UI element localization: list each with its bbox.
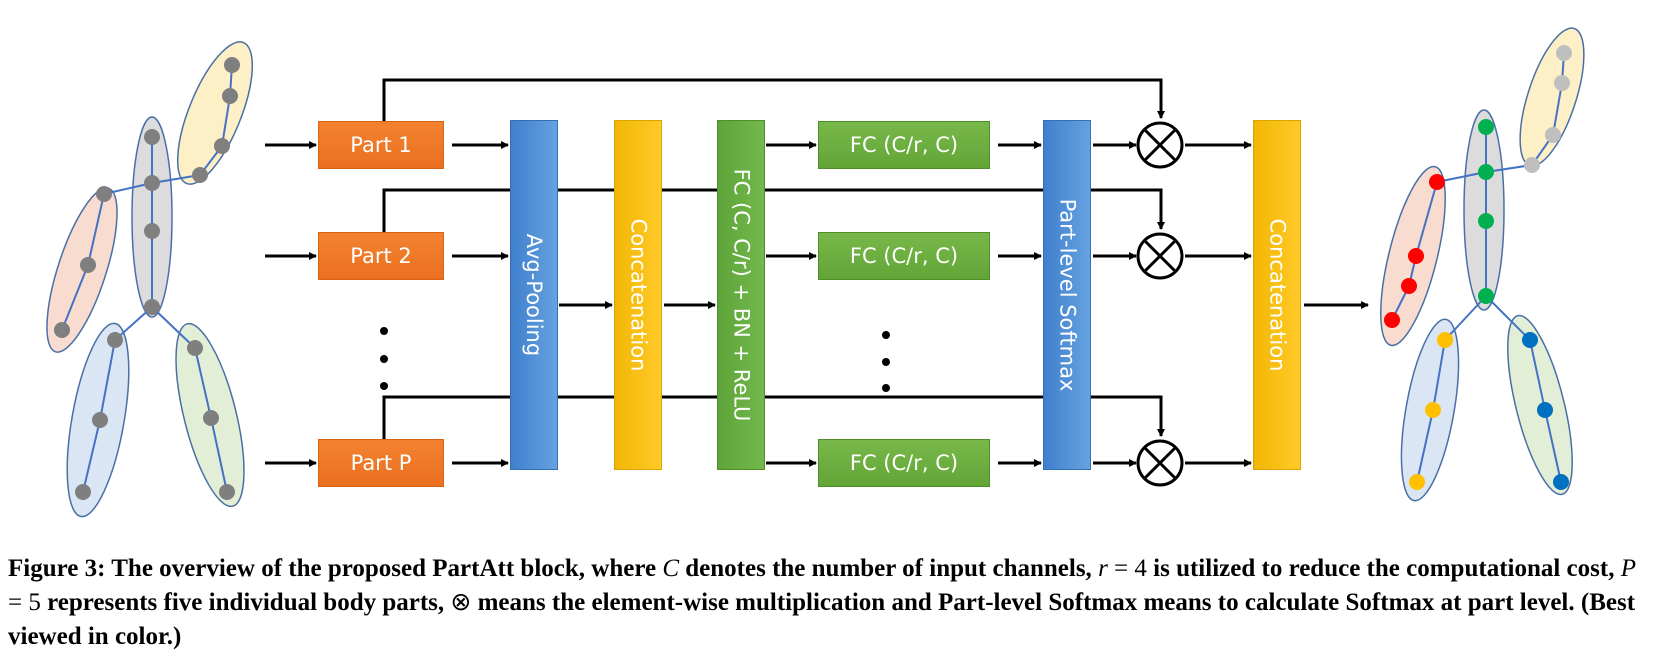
caption-var-r: r [1098, 555, 1108, 582]
caption-eq-p: = 5 [8, 589, 41, 616]
avg-pooling-bar: Avg-Pooling [510, 120, 558, 470]
flow-arrows [265, 78, 1369, 467]
caption-part-5: means the element-wise multiplication an… [8, 589, 1636, 650]
multiply-ops [1136, 121, 1184, 487]
out-ellipse-torso [1463, 109, 1505, 311]
fc-label-2: FC (C/r, C) [849, 244, 959, 268]
part-label-1: Part 1 [350, 133, 412, 157]
fc-label-p: FC (C/r, C) [849, 451, 959, 475]
fc-box-2: FC (C/r, C) [818, 232, 990, 280]
concatenation-bar-1: Concatenation [614, 120, 662, 470]
part-box-2: Part 2 [318, 232, 444, 280]
part-box-p: Part P [318, 439, 444, 487]
part-softmax-bar: Part-level Softmax [1043, 120, 1091, 470]
caption-part-3: is utilized to reduce the computational … [1146, 555, 1621, 582]
input-skeleton [46, 41, 254, 518]
fc-bn-relu-bar: FC (C, C/r) + BN + ReLU [717, 120, 765, 470]
concatenation-bar-2: Concatenation [1253, 120, 1301, 470]
part-box-1: Part 1 [318, 121, 444, 169]
caption-otimes-symbol: ⊗ [450, 589, 472, 616]
output-skeleton [1380, 27, 1585, 502]
part-ellipse-right-arm [176, 41, 254, 185]
ellipsis-dots [380, 327, 890, 392]
out-ellipse-right-arm [1519, 27, 1585, 167]
otimes-icon [1136, 439, 1184, 487]
otimes-icon [1136, 121, 1184, 169]
part-label-p: Part P [350, 451, 412, 475]
caption-part-4: represents five individual body parts, [40, 589, 451, 616]
part-label-2: Part 2 [350, 244, 412, 268]
fc-box-p: FC (C/r, C) [818, 439, 990, 487]
figure-caption: Figure 3: The overview of the proposed P… [8, 552, 1648, 654]
caption-eq-r: = 4 [1107, 555, 1147, 582]
caption-part-2: denotes the number of input channels, [679, 555, 1099, 582]
fc-box-1: FC (C/r, C) [818, 121, 990, 169]
otimes-icon [1136, 232, 1184, 280]
partatt-diagram [46, 27, 1585, 518]
avg-pooling-label: Avg-Pooling [522, 233, 547, 357]
fc-bn-relu-label: FC (C, C/r) + BN + ReLU [729, 168, 754, 422]
fc-label-1: FC (C/r, C) [849, 133, 959, 157]
caption-var-p: P [1620, 555, 1636, 582]
caption-var-c: C [662, 555, 680, 582]
concatenation-label-2: Concatenation [1265, 218, 1290, 372]
concatenation-label-1: Concatenation [626, 218, 651, 372]
caption-part-1: Figure 3: The overview of the proposed P… [8, 555, 663, 582]
part-softmax-label: Part-level Softmax [1055, 198, 1079, 392]
